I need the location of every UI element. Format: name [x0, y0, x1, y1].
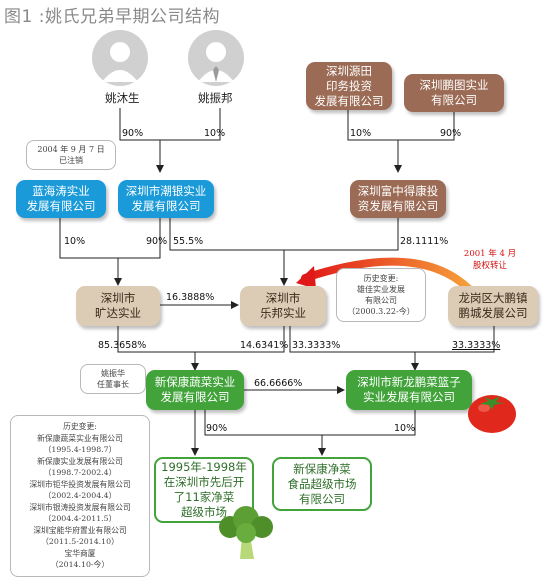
node-dapeng: 龙岗区大鹏镇 鹏城发展公司: [448, 286, 538, 326]
pct-yuantian-fuzhongde: 10%: [350, 128, 372, 139]
pct-chaoyin-kuangda: 90%: [146, 236, 168, 247]
person-avatar-icon: [92, 30, 148, 86]
node-yuantian: 深圳源田 印务投资 发展有限公司: [306, 62, 392, 110]
person-name-yao-zhenbang: 姚振邦: [198, 91, 233, 105]
tomato-icon: [466, 388, 518, 434]
note-cancelled: 2004 年 9 月 7 日 已注销: [26, 140, 116, 170]
pct-xinbao-jingcai: 90%: [206, 423, 228, 434]
pct-xinlong-jingcai: 10%: [394, 423, 416, 434]
transfer-arrow: [301, 257, 474, 294]
pct-fuzhongde-lebang: 28.1111%: [400, 236, 449, 247]
node-lebang: 深圳市 乐邦实业: [240, 286, 326, 326]
pct-kuangda-lebang: 16.3888%: [166, 292, 215, 303]
note-lebang-history: 历史变更: 雄佳实业发展 有限公司 （2000.3.22-今）: [336, 268, 426, 322]
pct-p2-chaoyin: 10%: [204, 128, 226, 139]
person-name-yao-musheng: 姚沐生: [105, 91, 140, 105]
broccoli-icon: [216, 505, 278, 561]
node-fuzhongde: 深圳富中得康投 资发展有限公司: [350, 180, 446, 218]
pct-lanhaitao-kuangda: 10%: [64, 236, 86, 247]
note-chairman: 姚振华 任董事长: [80, 364, 146, 394]
pct-xinbao-xinlong: 66.6666%: [254, 378, 303, 389]
node-xinlong: 深圳市新龙鹏菜篮子 实业发展有限公司: [346, 370, 472, 410]
node-xinbao: 新保康蔬菜实业 发展有限公司: [146, 370, 244, 410]
pct-dapeng-xinlong: 33.3333%: [452, 340, 501, 351]
pct-pengtu-fuzhongde: 90%: [440, 128, 462, 139]
node-lanhaitao: 蓝海涛实业 发展有限公司: [16, 180, 106, 218]
note-transfer: 2001 年 4 月 股权转让: [463, 249, 517, 271]
node-jingcai: 新保康净菜 食品超级市场 有限公司: [272, 457, 372, 511]
node-pengtu: 深圳鹏图实业 有限公司: [404, 74, 504, 112]
node-kuangda: 深圳市 旷达实业: [76, 286, 160, 326]
node-chaoyin: 深圳市潮银实业 发展有限公司: [118, 180, 214, 218]
pct-p1-chaoyin: 90%: [122, 128, 144, 139]
person-tie-avatar-icon: [188, 30, 244, 86]
pct-kuangda-xinbao: 85.3658%: [98, 340, 147, 351]
pct-lebang-xinbao: 14.6341%: [240, 340, 289, 351]
note-xinbao-history: 历史变更: 新保康蔬菜实业有限公司 （1995.4-1998.7） 新保康实业发…: [10, 415, 150, 577]
pct-chaoyin-lebang: 55.5%: [173, 236, 204, 247]
diagram-title: 图1 :姚氏兄弟早期公司结构: [4, 7, 220, 27]
pct-lebang-xinlong: 33.3333%: [292, 340, 341, 351]
